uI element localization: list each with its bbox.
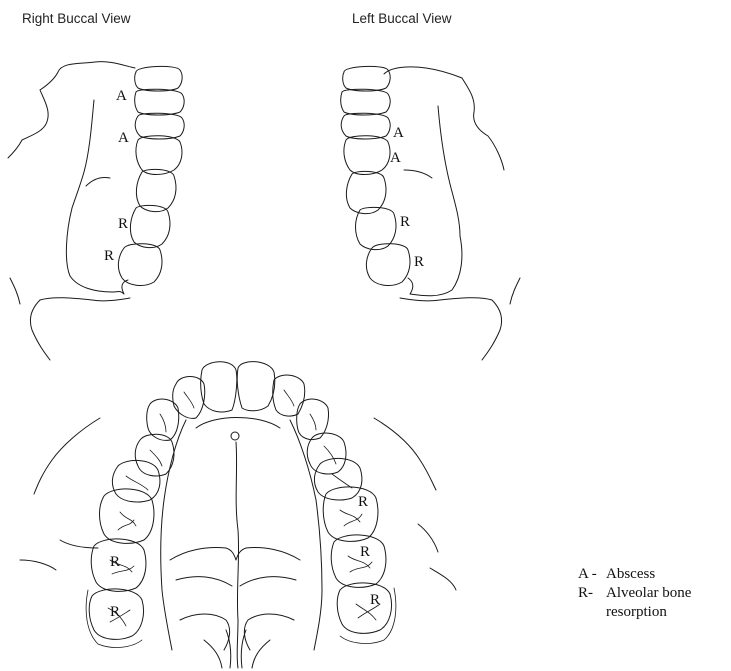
skull-base-left xyxy=(180,614,230,668)
upper-molar-right-3 xyxy=(337,583,391,633)
palatine-bones xyxy=(170,548,300,587)
upper-premolar-left-2 xyxy=(112,460,160,502)
left-marker-a-1: A xyxy=(393,125,404,141)
right-tooth-4 xyxy=(136,136,182,175)
skull-base-right xyxy=(244,614,294,668)
left-tooth-3 xyxy=(341,113,390,139)
occlusal-left-face-line xyxy=(34,418,100,494)
legend-resorption-key: R- xyxy=(578,584,606,603)
right-tooth-2 xyxy=(135,89,184,115)
left-marker-r-2: R xyxy=(414,254,424,270)
left-buccal-view: A A R R xyxy=(341,66,520,360)
left-tooth-4 xyxy=(344,136,390,175)
left-tooth-7 xyxy=(366,244,410,286)
right-marker-a-1: A xyxy=(116,88,127,104)
right-jaw-outline xyxy=(8,62,135,158)
left-marker-a-2: A xyxy=(390,150,401,166)
upper-lateral-left xyxy=(173,377,205,419)
right-marker-r-1: R xyxy=(118,216,128,232)
right-cheek-line xyxy=(72,100,94,208)
occlusal-marker-r-right-2: R xyxy=(360,544,370,560)
right-buccal-view: A A R R xyxy=(8,62,184,360)
occlusal-right-face-line xyxy=(374,418,436,490)
palate-inner-outline xyxy=(196,418,280,429)
upper-premolar-right-2 xyxy=(314,458,362,500)
right-tooth-1 xyxy=(135,66,182,91)
right-gingiva-outline xyxy=(340,588,396,643)
upper-molar-right-1 xyxy=(323,487,378,541)
right-marker-a-2: A xyxy=(118,130,129,146)
occlusal-marker-r-left-2: R xyxy=(110,604,120,620)
legend-resorption-label-line2: resorption xyxy=(578,603,691,622)
legend-abscess-label: Abscess xyxy=(606,565,655,584)
upper-molar-left-1 xyxy=(100,489,154,543)
left-cheek-line xyxy=(438,106,460,236)
occlusal-marker-r-left-1: R xyxy=(110,554,120,570)
left-tooth-1 xyxy=(343,66,390,91)
right-tooth-6 xyxy=(130,205,170,247)
right-mandible-corner xyxy=(10,278,20,304)
right-mandible-lower xyxy=(30,298,130,360)
left-marker-r-1: R xyxy=(400,214,410,230)
legend-abscess-key: A - xyxy=(578,565,606,584)
left-mandible-lower xyxy=(400,298,502,360)
upper-incisor-2 xyxy=(237,362,275,411)
occlusal-right-lower-face xyxy=(418,524,456,590)
legend: A - Abscess R- Alveolar bone resorption xyxy=(578,565,691,622)
occlusal-marker-r-right-3: R xyxy=(370,592,380,608)
occlusal-view: R R R R R xyxy=(20,362,456,668)
upper-lateral-right xyxy=(273,375,305,416)
occlusal-teeth xyxy=(86,362,396,648)
left-teeth xyxy=(341,66,410,285)
right-tooth-7 xyxy=(118,244,162,286)
palate-outline xyxy=(161,420,322,650)
left-inner-line xyxy=(404,170,432,178)
left-mandible-corner xyxy=(510,278,520,304)
left-tooth-2 xyxy=(341,89,390,115)
right-inner-line xyxy=(86,177,110,186)
legend-abscess-row: A - Abscess xyxy=(578,565,691,584)
right-teeth xyxy=(118,66,184,285)
occlusal-marker-r-right-1: R xyxy=(358,494,368,510)
upper-incisor-1 xyxy=(201,362,237,412)
legend-resorption-label-line1: Alveolar bone xyxy=(606,584,691,603)
incisive-papilla xyxy=(231,432,239,440)
legend-resorption-row: R- Alveolar bone xyxy=(578,584,691,603)
occlusal-left-lower-face xyxy=(20,540,98,570)
right-marker-r-2: R xyxy=(104,248,114,264)
right-tooth-3 xyxy=(135,113,184,139)
